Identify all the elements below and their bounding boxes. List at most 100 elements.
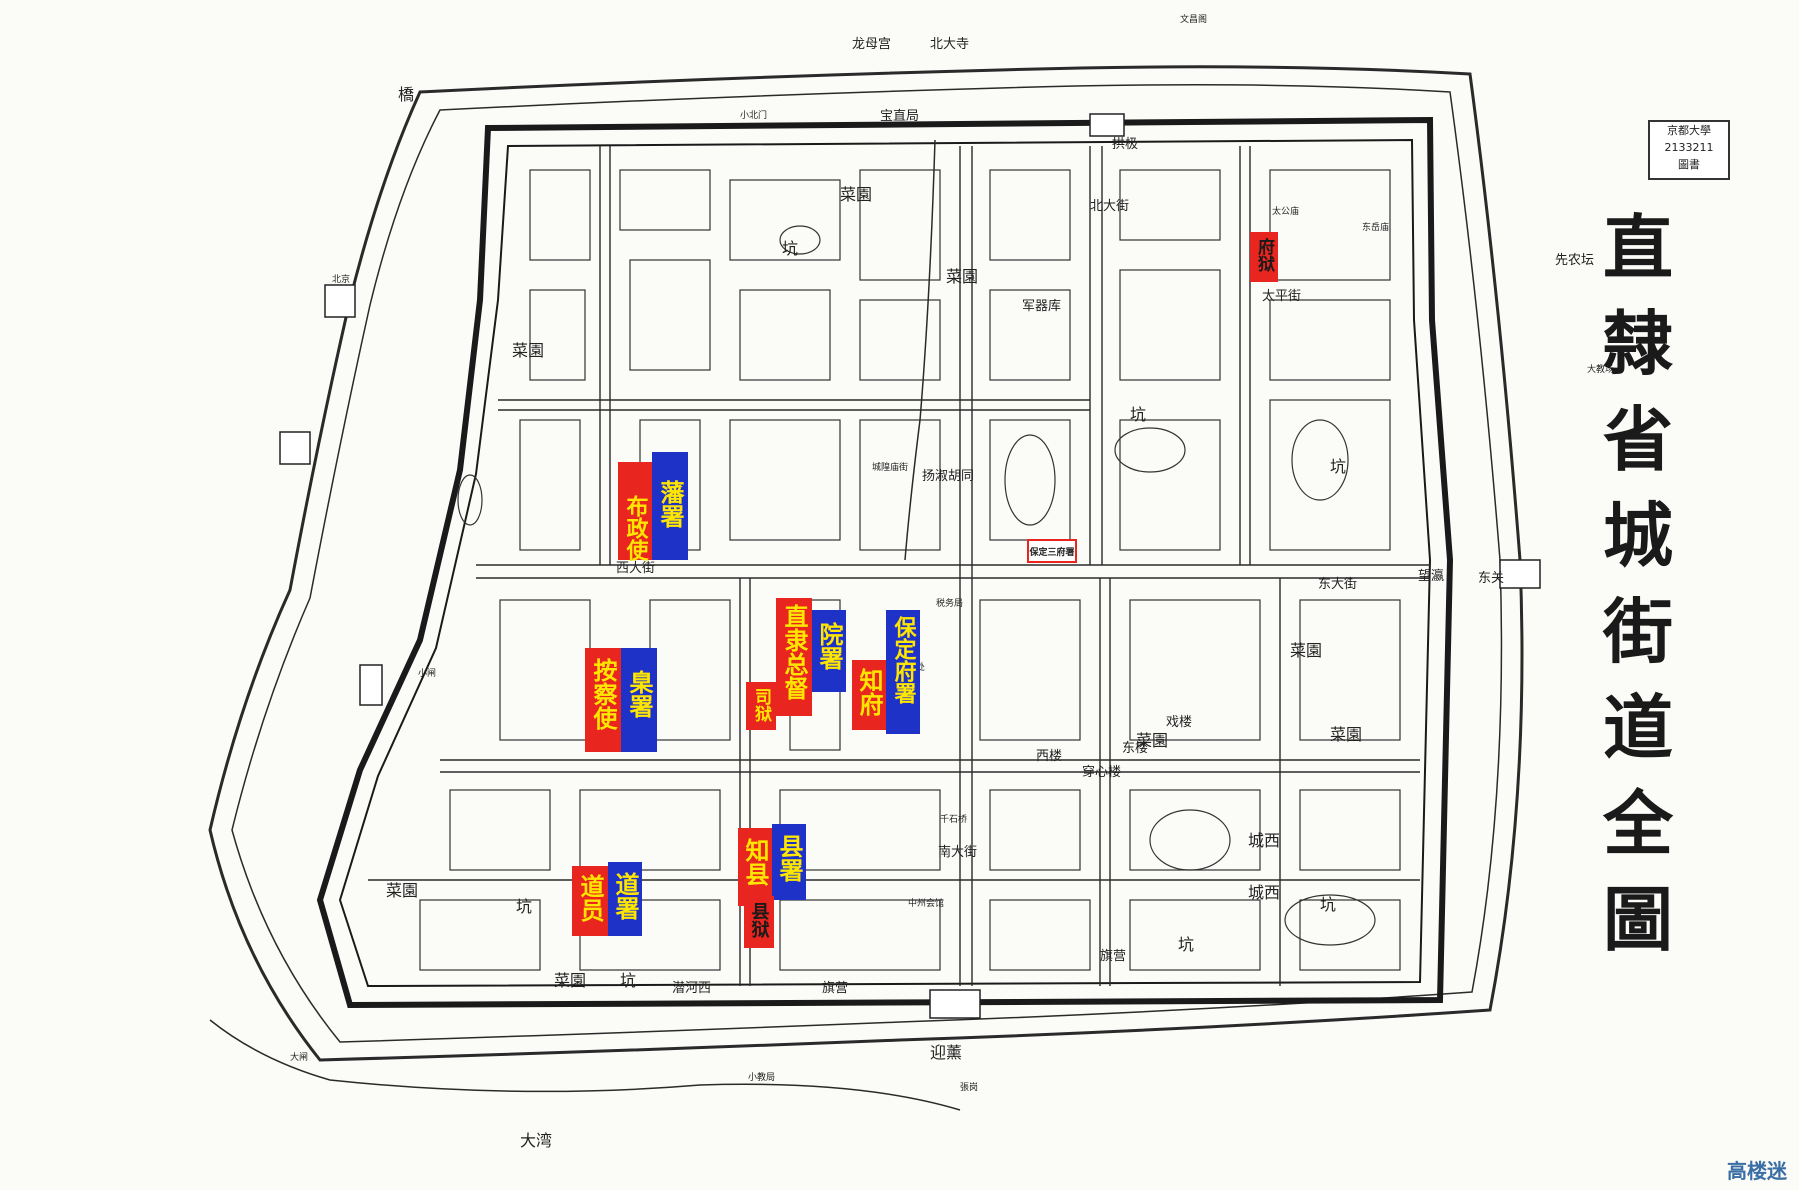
label-caiyuan1: 菜園 bbox=[840, 185, 872, 204]
zhifu-box bbox=[852, 660, 886, 730]
zongdu-box bbox=[776, 598, 812, 716]
label-xilou: 西楼 bbox=[1036, 749, 1062, 764]
anchashi-label: 按察使 bbox=[589, 657, 618, 731]
label-caiyuan6: 菜園 bbox=[386, 881, 418, 900]
fuyu-box bbox=[1250, 232, 1278, 282]
label-donglou: 东楼 bbox=[1122, 741, 1148, 756]
stamp-line3: 圖書 bbox=[1678, 158, 1700, 171]
label-dawan: 大湾 bbox=[520, 1131, 552, 1150]
label-wangying: 望瀛 bbox=[1418, 568, 1444, 584]
xianshu-box bbox=[772, 824, 806, 900]
sanfu-label: 保定三府署 bbox=[1028, 546, 1074, 558]
xianyu-box bbox=[744, 896, 774, 948]
label-xiaojiaoju: 小教局 bbox=[748, 1071, 775, 1083]
daoshu-label: 道署 bbox=[611, 871, 640, 920]
label-chengxi2: 城西 bbox=[1248, 883, 1280, 902]
building-blocks bbox=[419, 169, 1401, 971]
label-dajiaochang: 大教场 bbox=[1587, 363, 1614, 375]
label-beijing: 北京 bbox=[332, 273, 350, 285]
label-qiying: 旗营 bbox=[822, 980, 848, 996]
xianyu-label: 县狱 bbox=[749, 902, 770, 939]
siyu-box bbox=[746, 682, 776, 730]
label-kang1: 坑 bbox=[782, 239, 798, 258]
label-kang3: 坑 bbox=[1320, 895, 1336, 914]
label-kang5: 坑 bbox=[1130, 405, 1146, 424]
label-xiaobeimen: 小北门 bbox=[740, 109, 767, 121]
nieshu-box bbox=[621, 648, 657, 752]
label-xidajie: 西大街 bbox=[616, 561, 655, 576]
label-yingxun: 迎薰 bbox=[930, 1043, 962, 1062]
label-kang4: 坑 bbox=[1178, 935, 1194, 954]
fuyu-label: 府狱 bbox=[1254, 237, 1276, 273]
gates bbox=[279, 113, 1541, 1019]
label-beidasi: 北大寺 bbox=[930, 37, 969, 52]
label-qianyinjie: 潜河西 bbox=[672, 981, 711, 996]
label-zhongzhou: 中州会馆 bbox=[908, 897, 944, 909]
label-taigongmiao: 太公庙 bbox=[1272, 205, 1299, 217]
label-kang6: 坑 bbox=[620, 971, 636, 990]
map-labels: 龙母宫 北大寺 文昌阁 橋 小北门 宝直局 拱极 菜園 北大街 太平街 先农坛 … bbox=[290, 13, 1614, 1150]
label-nandajie: 南大街 bbox=[938, 844, 977, 860]
label-beidajie: 北大街 bbox=[1090, 199, 1129, 214]
zhixian-box bbox=[738, 828, 772, 906]
stamp-line2: 2133211 bbox=[1664, 141, 1714, 154]
zhifu-label: 知府 bbox=[855, 668, 883, 717]
label-xiannongtan: 先农坛 bbox=[1555, 253, 1594, 268]
label-yanghuhutong: 扬淑胡同 bbox=[922, 469, 974, 484]
label-dongdajie: 东大街 bbox=[1318, 577, 1357, 592]
south-river bbox=[209, 1019, 961, 1111]
library-stamp: 京都大學 2133211 圖書 bbox=[1648, 120, 1730, 180]
anchashi-box bbox=[585, 648, 621, 752]
city-wall-outer bbox=[316, 116, 1454, 1009]
label-xiaozha2: 大闸 bbox=[290, 1051, 308, 1063]
daoshu-box bbox=[608, 862, 642, 936]
label-taipingjie: 太平街 bbox=[1262, 289, 1301, 304]
label-longmugong: 龙母宫 bbox=[852, 37, 891, 52]
label-chengxi1: 城西 bbox=[1248, 831, 1280, 850]
label-caiyuan7: 菜園 bbox=[554, 971, 586, 990]
city-wall-inner bbox=[338, 138, 1432, 988]
zhixian-label: 知县 bbox=[741, 838, 769, 887]
label-kang2: 坑 bbox=[1330, 457, 1346, 476]
label-qiying2: 旗营 bbox=[1100, 948, 1126, 964]
label-wenchang: 文昌阁 bbox=[1180, 13, 1207, 25]
label-dongyuemiao: 东岳庙 bbox=[1362, 221, 1389, 233]
map-title: 直隸省城街道全圖 bbox=[1603, 206, 1673, 961]
xianshu-label: 县署 bbox=[775, 834, 804, 882]
label-dongguan: 东关 bbox=[1478, 571, 1504, 586]
sanfu-box bbox=[1027, 539, 1077, 563]
siyu-label: 司狱 bbox=[751, 688, 773, 723]
buzhengshi-label: 布政使 bbox=[623, 494, 650, 562]
label-chuanxinlou: 穿心楼 bbox=[1082, 764, 1121, 780]
fushu-box bbox=[886, 610, 920, 734]
yuanshu-label: 院署 bbox=[815, 621, 844, 670]
label-shuiwuju: 税务局 bbox=[936, 597, 963, 609]
label-xiaozha: 小闸 bbox=[418, 668, 436, 679]
label-qiao: 橋 bbox=[398, 85, 414, 104]
label-kang7: 坑 bbox=[516, 897, 532, 916]
buzhengshi-box bbox=[618, 462, 652, 560]
label-caiyuan8: 菜園 bbox=[512, 341, 544, 360]
label-caiyuan2: 菜園 bbox=[946, 267, 978, 286]
streets bbox=[368, 146, 1430, 986]
canal bbox=[904, 139, 936, 561]
fushu-label: 保定府署 bbox=[891, 616, 918, 705]
watermark: 高楼迷 bbox=[1727, 1159, 1787, 1183]
label-gongji: 拱极 bbox=[1112, 137, 1138, 152]
ponds bbox=[457, 225, 1376, 946]
highlight-offices: 布政使 藩署 按察使 臬署 直隶总督 院署 司狱 知府 保定府署 知县 县署 县… bbox=[572, 232, 1278, 948]
moat-inner bbox=[231, 84, 1503, 1043]
fanshu-box bbox=[652, 452, 688, 560]
label-qianbian: 千石桥 bbox=[940, 813, 967, 825]
daoyuan-label: 道员 bbox=[576, 873, 604, 923]
stamp-line1: 京都大學 bbox=[1667, 124, 1711, 137]
moat-outer bbox=[208, 65, 1524, 1062]
fanshu-label: 藩署 bbox=[656, 480, 685, 528]
label-baozhiju: 宝直局 bbox=[880, 109, 919, 124]
label-caiyuan5: 菜園 bbox=[1136, 731, 1168, 750]
zongdu-label: 直隶总督 bbox=[780, 604, 808, 700]
label-xilou2: 戏楼 bbox=[1166, 715, 1192, 730]
yuanshu-box bbox=[812, 610, 846, 692]
label-chenghuangmiao: 城隍庙街 bbox=[872, 461, 908, 473]
